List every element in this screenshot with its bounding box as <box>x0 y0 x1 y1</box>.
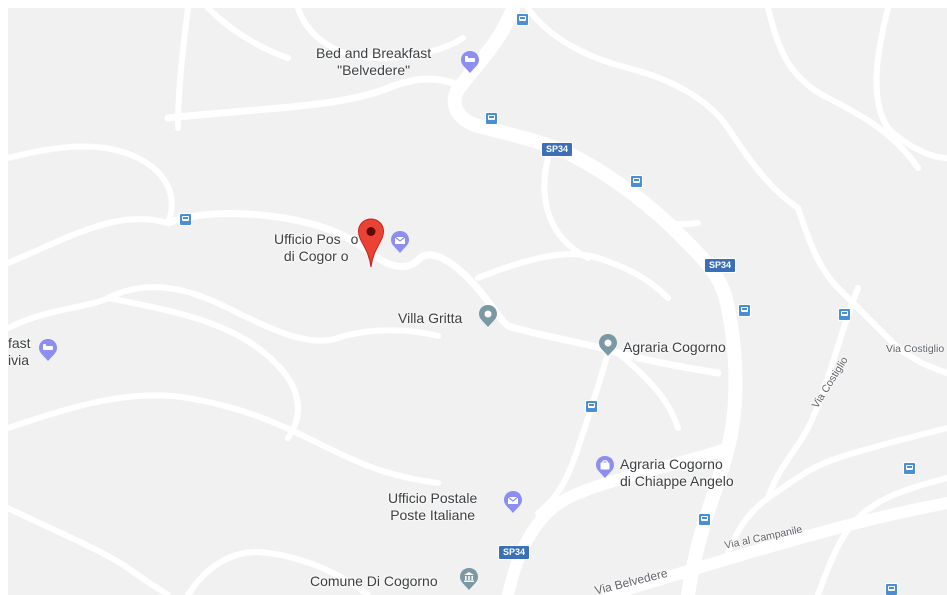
street-label-via-costiglio: Via Costiglio <box>886 343 945 355</box>
road-north-east <box>525 8 801 211</box>
road-shield-sp34: SP34 <box>498 545 531 560</box>
poi-label-line: ivia <box>8 352 30 368</box>
road-south-2 <box>8 505 171 595</box>
road-south-1 <box>185 549 371 595</box>
road-mid-2 <box>535 350 611 516</box>
poi-label-comune-di-cogorno[interactable]: Comune Di Cogorno <box>310 573 438 589</box>
road-north-west <box>164 75 457 122</box>
bus-stop-icon[interactable] <box>698 513 711 526</box>
poi-label-line: "Belvedere" <box>337 62 411 78</box>
bus-stop-icon[interactable] <box>838 308 851 321</box>
road-shield-sp34: SP34 <box>704 258 737 273</box>
road-loop-2 <box>625 185 701 228</box>
poi-label-agraria-cogorno[interactable]: Agraria Cogorno <box>623 339 726 355</box>
location-pin-icon[interactable] <box>598 333 618 357</box>
road-south-west-2 <box>105 295 301 441</box>
road-network <box>8 8 947 595</box>
poi-label-bb-belvedere[interactable]: Bed and Breakfast "Belvedere" <box>316 45 431 79</box>
bed-icon[interactable] <box>460 50 480 74</box>
poi-label-fragment: di Cogor <box>283 248 337 264</box>
road-south-west-1 <box>8 392 441 486</box>
poi-label-fragment: o <box>340 248 349 264</box>
poi-label-partial-left[interactable]: fast ivia <box>8 335 31 369</box>
bus-stop-icon[interactable] <box>179 213 192 226</box>
red-map-pin-icon[interactable] <box>357 218 385 268</box>
road-west-2 <box>8 143 175 226</box>
road-mid-1 <box>475 251 671 301</box>
road-shield-sp34: SP34 <box>541 142 574 157</box>
road-east-4 <box>765 285 861 501</box>
poi-label-line: Poste Italiane <box>390 507 476 523</box>
poi-label-line: di Chiappe Angelo <box>620 473 734 489</box>
road-east-1 <box>795 205 947 376</box>
bus-stop-icon[interactable] <box>516 13 529 26</box>
road-mid-3 <box>615 350 681 431</box>
poi-label-fragment: o <box>350 231 359 247</box>
road-north-1 <box>175 8 191 131</box>
road-west-3 <box>8 284 441 344</box>
poi-label-line: Ufficio Postale <box>388 490 478 506</box>
poi-label-line: Agraria Cogorno <box>620 456 723 472</box>
road-belvedere <box>602 497 947 595</box>
poi-label-line: Bed and Breakfast <box>316 45 432 61</box>
bus-stop-icon[interactable] <box>485 112 498 125</box>
road-east-3 <box>873 8 947 161</box>
bus-stop-icon[interactable] <box>630 175 643 188</box>
road-east-2 <box>765 8 921 171</box>
bus-stop-icon[interactable] <box>585 400 598 413</box>
bus-stop-icon[interactable] <box>885 583 898 595</box>
mail-icon[interactable] <box>390 230 410 254</box>
bus-stop-icon[interactable] <box>903 462 916 475</box>
road-west-1 <box>8 216 171 266</box>
shopping-bag-icon[interactable] <box>595 455 615 479</box>
bank-icon[interactable] <box>459 567 479 591</box>
location-pin-icon[interactable] <box>478 304 498 328</box>
bed-icon[interactable] <box>38 338 58 362</box>
map-view[interactable]: Bed and Breakfast "Belvedere" Ufficio Po… <box>8 8 947 595</box>
poi-label-line: fast <box>8 335 31 351</box>
road-north-center <box>205 8 291 61</box>
road-north-2 <box>295 8 466 61</box>
mail-icon[interactable] <box>503 490 523 514</box>
poi-label-villa-gritta[interactable]: Villa Gritta <box>398 310 463 326</box>
road-loop-1 <box>541 155 591 261</box>
road-east-5 <box>815 475 947 595</box>
poi-label-agraria-chiappe[interactable]: Agraria Cogorno di Chiappe Angelo <box>620 456 734 490</box>
poi-label-fragment: Ufficio Pos <box>274 231 341 247</box>
bus-stop-icon[interactable] <box>738 304 751 317</box>
poi-label-line: Ufficio Pos o <box>274 231 358 248</box>
road-via-costiglio <box>725 425 947 556</box>
poi-label-ufficio-postale-italiane[interactable]: Ufficio Postale Poste Italiane <box>388 490 477 524</box>
